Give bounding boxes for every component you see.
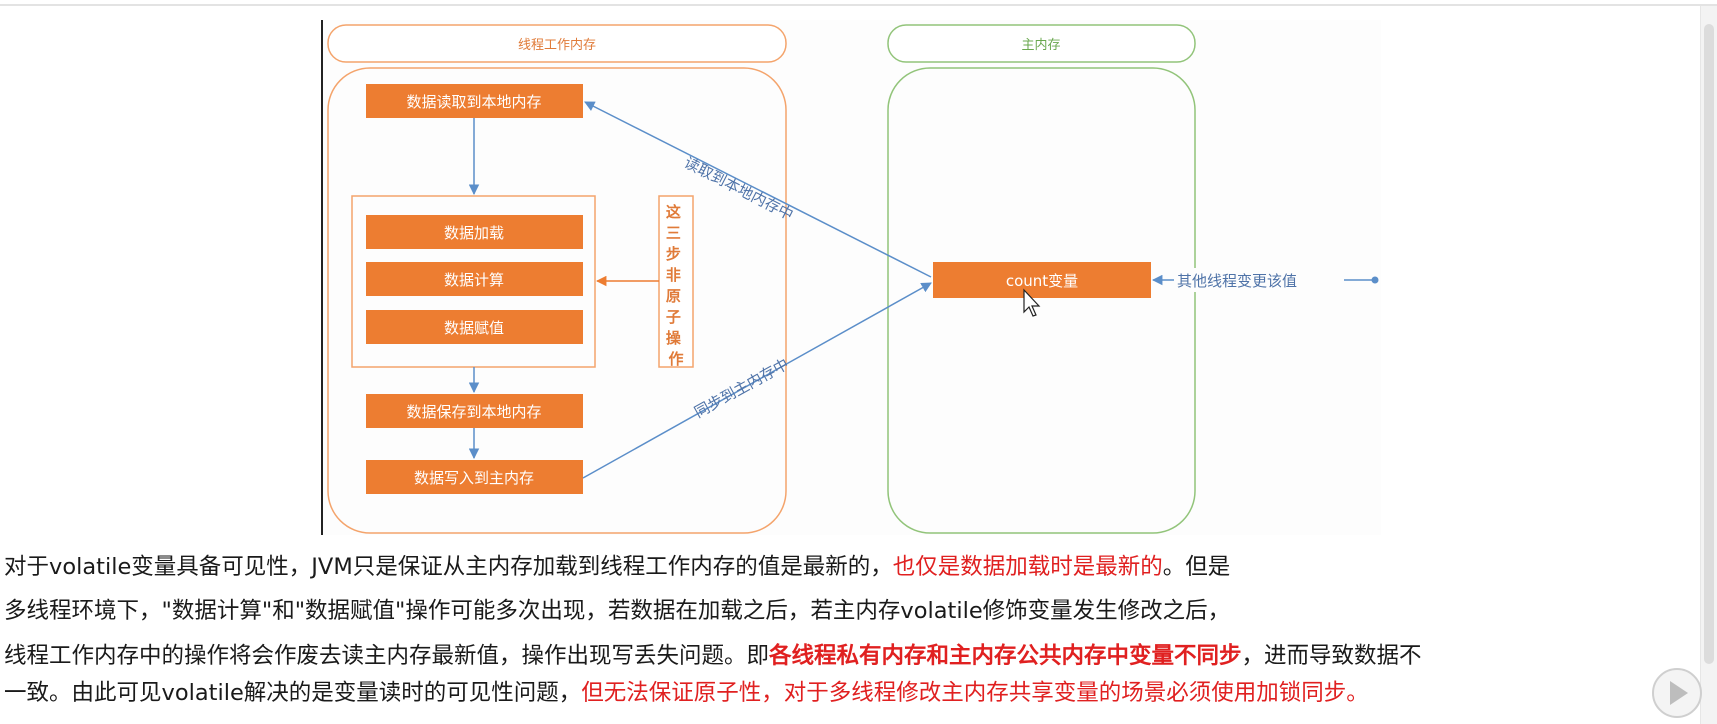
box-save-local-label: 数据保存到本地内存 [406, 403, 541, 421]
box-load-label: 数据加载 [444, 224, 504, 242]
arrow-main-to-local [584, 101, 932, 278]
box-count-variable: count变量 [933, 262, 1151, 298]
main-memory-header-label: 主内存 [1021, 37, 1060, 53]
note-char: 作 [668, 350, 683, 368]
label-read-to-local: 读取到本地内存中 [681, 154, 796, 225]
memory-model-diagram: 线程工作内存 主内存 这 三 步 非 原 子 操 作 数据读取到本地内存 数据加… [327, 24, 1379, 534]
thread-memory-header-label: 线程工作内存 [518, 37, 596, 53]
text-segment: 线程工作内存中的操作将会作废去读主内存最新值，操作出现写丢失问题。即 [4, 643, 770, 669]
note-char: 这 [666, 203, 681, 221]
text-segment: 。但是 [1162, 554, 1231, 580]
note-char: 原 [666, 287, 681, 305]
text-segment: 一致。由此可见volatile解决的是变量读时的可见性问题， [4, 680, 582, 706]
non-atomic-note: 这 三 步 非 原 子 操 作 [658, 195, 694, 368]
thread-memory-container [327, 67, 787, 534]
paragraph-line-1: 对于volatile变量具备可见性，JVM只是保证从主内存加载到线程工作内存的值… [4, 552, 1694, 582]
highlight-bold-red: 各线程私有内存和主内存公共内存中变量不同步 [769, 643, 1242, 669]
text-segment: ，进而导致数据不 [1241, 643, 1422, 669]
highlight-red: 也仅是数据加载时是最新的 [892, 554, 1163, 580]
text-segment: 对于volatile变量具备可见性，JVM只是保证从主内存加载到线程工作内存的值… [4, 554, 893, 580]
top-divider [0, 4, 1717, 6]
scrollbar-thumb[interactable] [1704, 24, 1714, 664]
other-thread-dot [1371, 276, 1379, 284]
label-sync-to-main: 同步到主内存中 [691, 355, 792, 422]
box-read-local: 数据读取到本地内存 [366, 84, 583, 118]
text-segment: 多线程环境下，"数据计算"和"数据赋值"操作可能多次出现，若数据在加载之后，若主… [4, 598, 1231, 624]
play-icon[interactable] [1652, 668, 1702, 718]
label-other-thread-bg [1174, 268, 1344, 292]
note-char: 非 [666, 266, 681, 284]
paragraph-line-2: 多线程环境下，"数据计算"和"数据赋值"操作可能多次出现，若数据在加载之后，若主… [4, 596, 1694, 626]
box-write-main: 数据写入到主内存 [366, 460, 583, 494]
box-write-main-label: 数据写入到主内存 [414, 469, 534, 487]
box-assign: 数据赋值 [366, 310, 583, 344]
main-memory-container [887, 67, 1196, 534]
box-assign-label: 数据赋值 [444, 319, 504, 337]
box-read-local-label: 数据读取到本地内存 [406, 93, 541, 111]
note-char: 子 [666, 308, 681, 326]
paragraph-line-3: 线程工作内存中的操作将会作废去读主内存最新值，操作出现写丢失问题。即各线程私有内… [4, 641, 1694, 671]
thread-memory-header: 线程工作内存 [327, 24, 787, 63]
highlight-red: 但无法保证原子性，对于多线程修改主内存共享变量的场景必须使用加锁同步。 [581, 680, 1369, 706]
note-char: 三 [666, 224, 681, 242]
note-char: 操 [666, 329, 682, 347]
box-count-label: count变量 [1006, 272, 1078, 290]
vertical-scrollbar[interactable] [1700, 6, 1717, 724]
box-load: 数据加载 [366, 215, 583, 249]
figure-left-border [321, 20, 323, 535]
box-compute-label: 数据计算 [444, 271, 504, 289]
svg-text:这 三 步 非: 这 三 步 非 原 子 操 作 [666, 203, 686, 368]
box-save-local: 数据保存到本地内存 [366, 394, 583, 428]
paragraph-line-4: 一致。由此可见volatile解决的是变量读时的可见性问题，但无法保证原子性，对… [4, 678, 1694, 708]
box-compute: 数据计算 [366, 262, 583, 296]
label-other-thread: 其他线程变更该值 [1177, 272, 1297, 290]
arrow-write-to-main [582, 282, 932, 479]
note-char: 步 [666, 245, 681, 263]
main-memory-header: 主内存 [887, 24, 1196, 63]
mouse-cursor-icon [1023, 288, 1041, 317]
